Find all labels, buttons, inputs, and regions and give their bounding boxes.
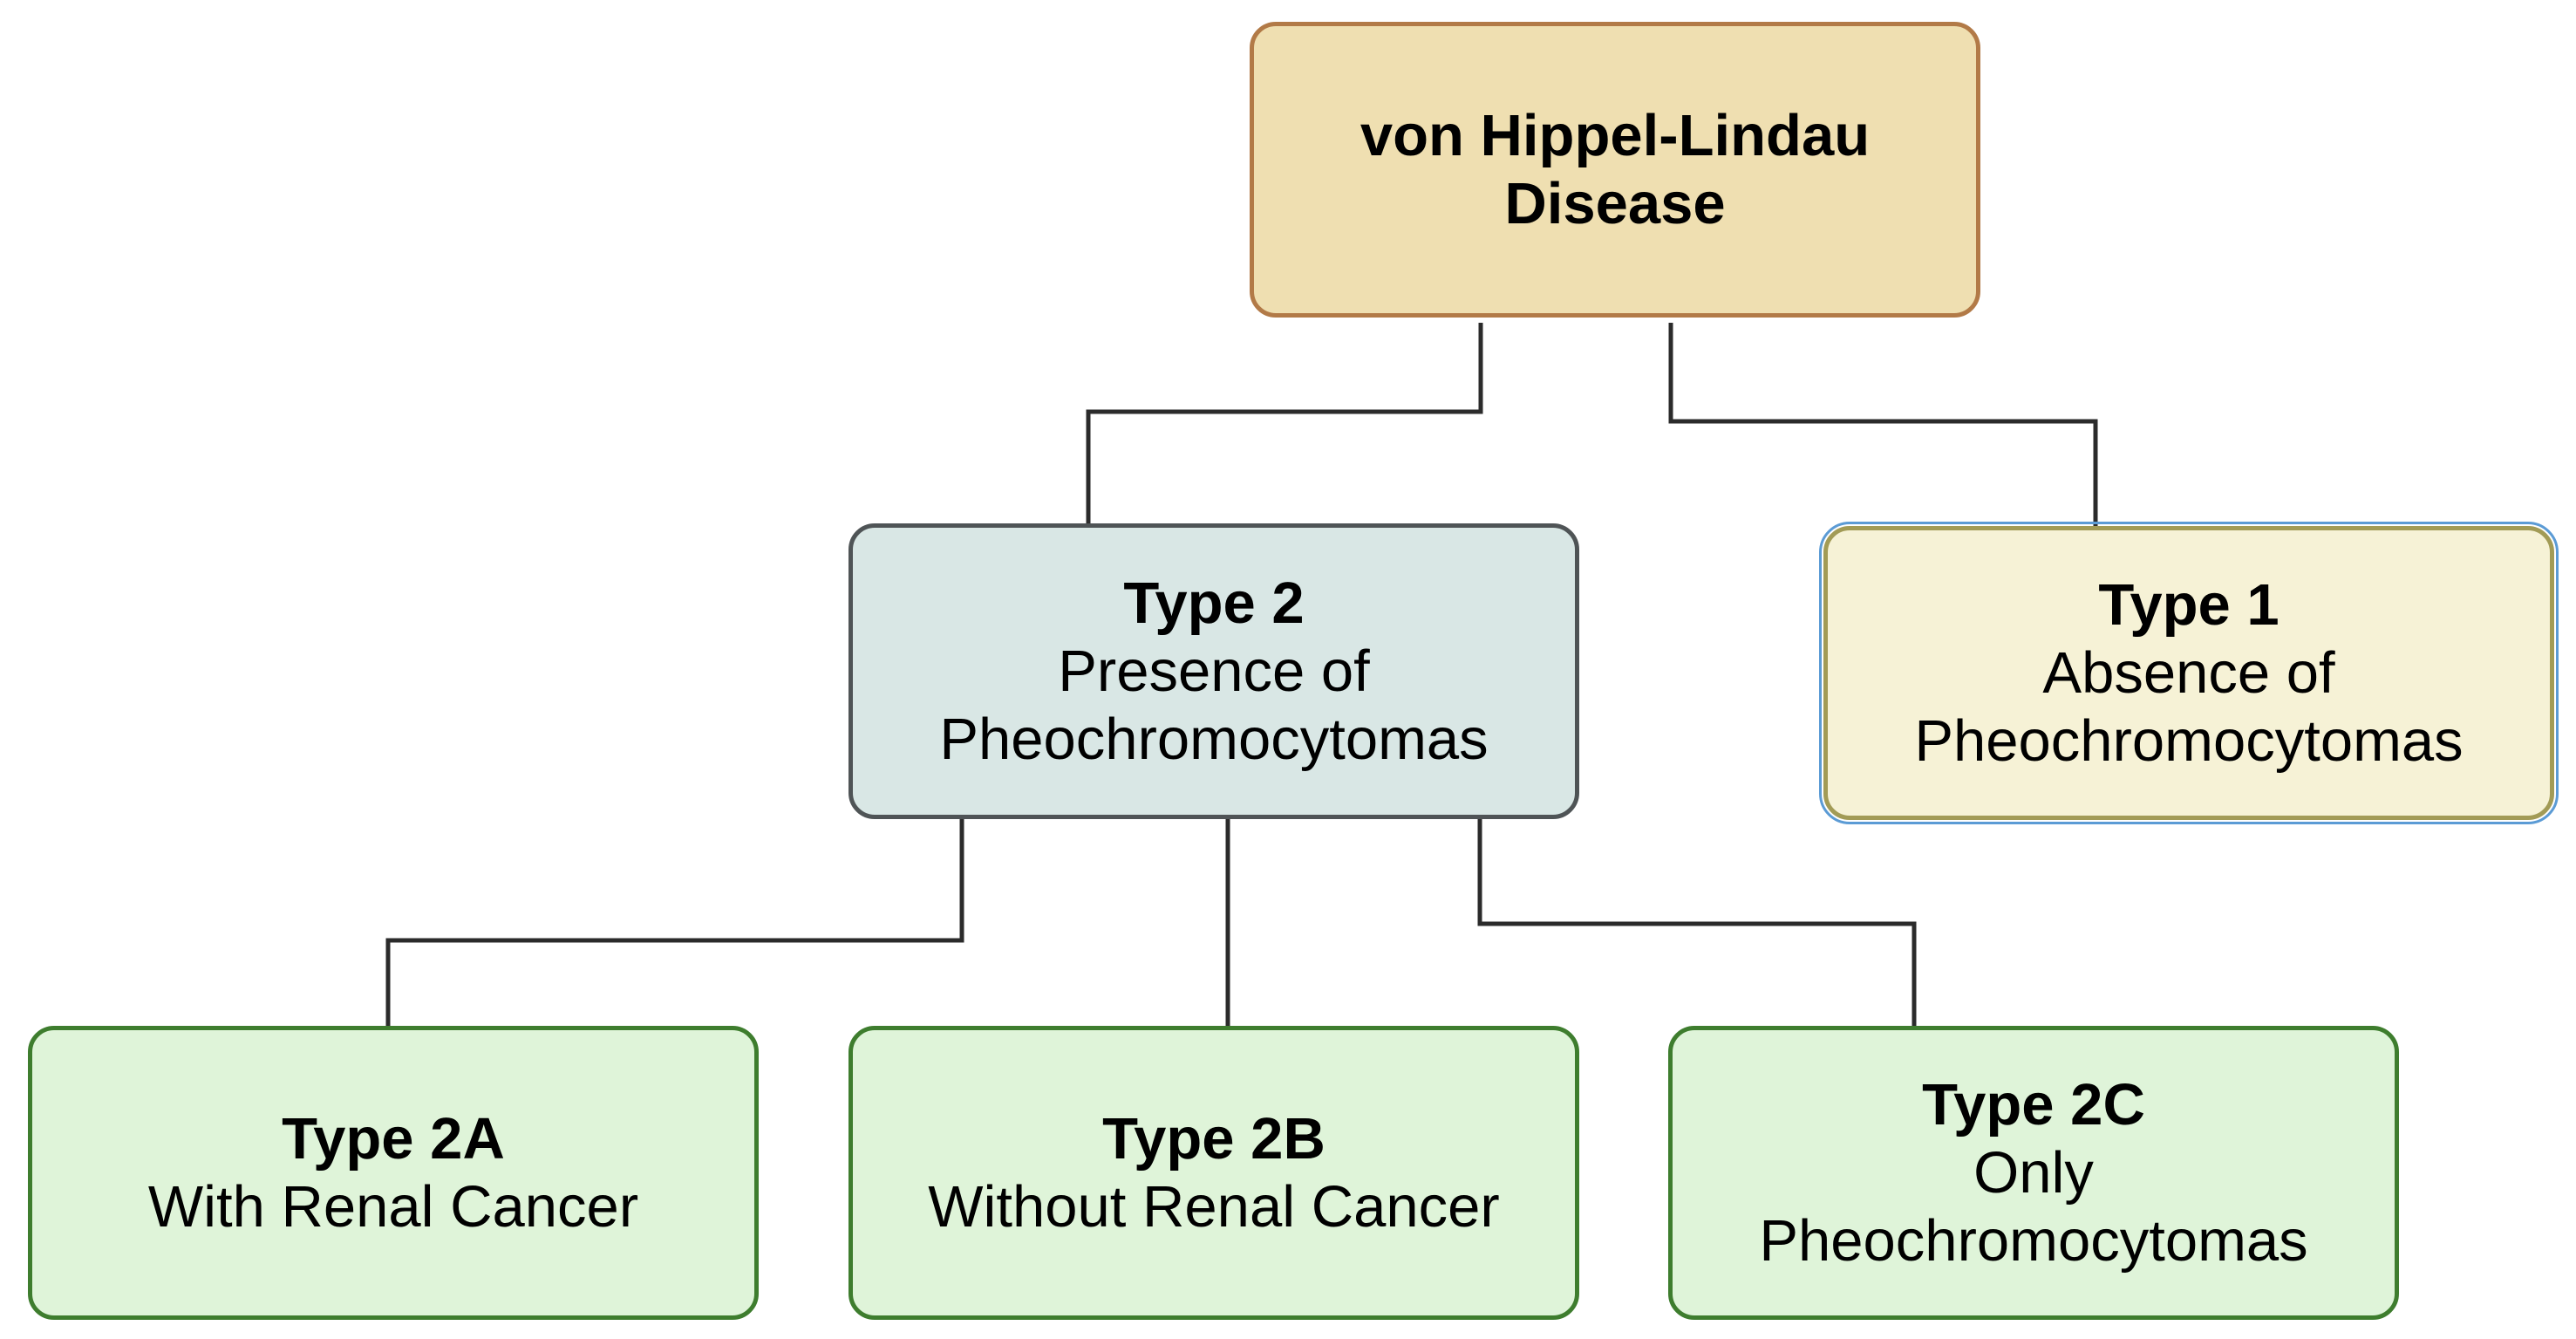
root-node-title: von Hippel-Lindau [1360,102,1871,168]
root-node-vhl-disease: von Hippel-Lindau Disease [1250,22,1980,318]
node-type-2a: Type 2A With Renal Cancer [28,1026,759,1320]
node-type-2c-title: Type 2C [1922,1071,2145,1137]
node-type-1-line1: Absence of [2042,639,2335,706]
node-type-2b-line1: Without Renal Cancer [928,1173,1500,1240]
node-type-2-line2: Pheochromocytomas [939,706,1489,772]
node-type-1-title: Type 1 [2098,571,2280,638]
node-type-2c: Type 2C Only Pheochromocytomas [1668,1026,2399,1320]
connector-type2-to-type2a [385,819,964,1026]
node-type-2-title: Type 2 [1123,570,1305,636]
root-node-title-line2: Disease [1504,170,1726,236]
connector-root-to-type1 [1668,323,2098,526]
connector-type2-to-type2c [1477,819,1917,1026]
connector-root-to-type2 [1086,323,1483,523]
node-type-2b: Type 2B Without Renal Cancer [848,1026,1579,1320]
node-type-2a-title: Type 2A [282,1105,505,1172]
node-type-2c-line2: Pheochromocytomas [1759,1207,2308,1274]
node-type-2c-line1: Only [1973,1139,2094,1206]
node-type-2: Type 2 Presence of Pheochromocytomas [848,523,1579,819]
node-type-1[interactable]: Type 1 Absence of Pheochromocytomas [1819,522,2559,824]
node-type-1-line2: Pheochromocytomas [1914,707,2464,774]
node-type-2a-line1: With Renal Cancer [147,1173,639,1240]
node-type-2-line1: Presence of [1058,638,1370,704]
node-type-2b-title: Type 2B [1102,1105,1325,1172]
